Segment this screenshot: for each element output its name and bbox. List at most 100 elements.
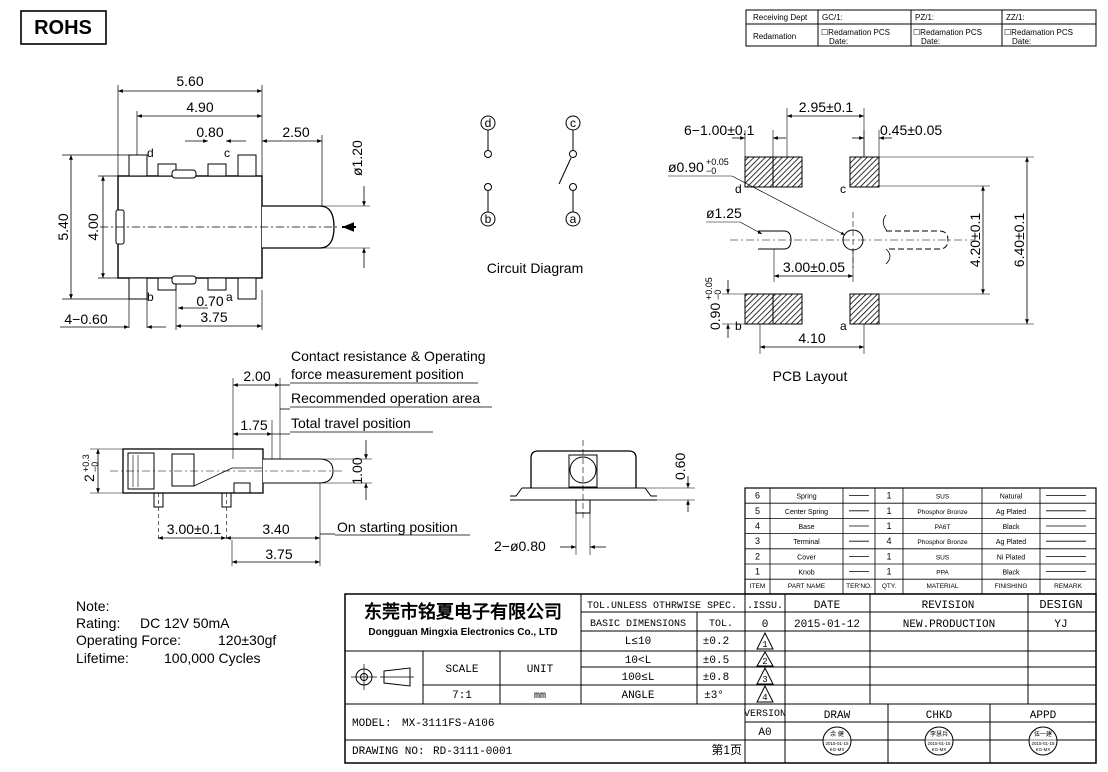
bom-cell: 1 bbox=[886, 567, 891, 577]
svg-text:6.40±0.1: 6.40±0.1 bbox=[1011, 213, 1027, 268]
svg-text:3.40: 3.40 bbox=[262, 521, 289, 537]
pcb-layout-title: PCB Layout bbox=[773, 368, 848, 384]
svg-text:1: 1 bbox=[762, 640, 767, 650]
svg-text:0.80: 0.80 bbox=[196, 124, 223, 140]
svg-text:ROHS: ROHS bbox=[34, 17, 92, 39]
svg-text:d: d bbox=[485, 116, 492, 130]
svg-text:+0.3: +0.3 bbox=[81, 454, 91, 472]
bom-cell: Ag Plated bbox=[996, 539, 1026, 546]
bom-cell: Ag Plated bbox=[996, 509, 1026, 516]
svg-text:b: b bbox=[485, 212, 492, 226]
svg-text:mm: mm bbox=[534, 691, 546, 702]
bom-cell: Base bbox=[799, 524, 815, 531]
svg-text:4.10: 4.10 bbox=[798, 330, 825, 346]
bom-cell: Ni Plated bbox=[997, 554, 1026, 561]
circuit-labels: d b c a Circuit Diagram bbox=[485, 116, 584, 276]
svg-text:Contact resistance & Operating: Contact resistance & Operating bbox=[291, 348, 486, 364]
stamp-circle bbox=[822, 726, 852, 756]
gc-label: GC/1: bbox=[822, 13, 843, 22]
svg-text:0.60: 0.60 bbox=[672, 453, 688, 480]
bom-cell: PA6T bbox=[935, 524, 951, 531]
svg-text:10<L: 10<L bbox=[625, 655, 651, 667]
svg-text:5.40: 5.40 bbox=[55, 213, 71, 240]
bom-cell: Knob bbox=[798, 570, 814, 577]
svg-text:REVISION: REVISION bbox=[922, 600, 975, 612]
top-view bbox=[60, 85, 370, 330]
stamp-text: 2015-01-15 bbox=[927, 741, 951, 746]
svg-text:0.90: 0.90 bbox=[707, 303, 723, 330]
svg-text:Rating:: Rating: bbox=[76, 615, 120, 631]
rohs-badge: ROHS bbox=[20, 10, 107, 45]
svg-text:NEW.PRODUCTION: NEW.PRODUCTION bbox=[903, 619, 995, 631]
bom-cell: 6 bbox=[755, 491, 760, 501]
page-label: 第1页 bbox=[711, 743, 742, 757]
date-cell-3: Date: bbox=[1012, 37, 1031, 46]
svg-text:−0: −0 bbox=[90, 462, 100, 472]
receiving-dept-label: Receiving Dept bbox=[753, 13, 808, 22]
svg-text:3.00±0.1: 3.00±0.1 bbox=[167, 521, 222, 537]
stamp-circle bbox=[1028, 726, 1058, 756]
svg-text:100,000 Cycles: 100,000 Cycles bbox=[164, 650, 261, 666]
svg-text:d: d bbox=[147, 146, 154, 160]
svg-text:b: b bbox=[735, 319, 742, 333]
bom-header: REMARK bbox=[1054, 583, 1082, 590]
svg-text:DATE: DATE bbox=[814, 600, 841, 612]
bom-cell: Phosphor Bronze bbox=[917, 509, 968, 516]
svg-text:Recommended operation area: Recommended operation area bbox=[291, 390, 480, 406]
bom-cell: 1 bbox=[755, 567, 760, 577]
svg-text:ø0.90: ø0.90 bbox=[668, 159, 704, 175]
stamp-text: KG-MX bbox=[1036, 747, 1051, 752]
bom-cell: Black bbox=[1002, 524, 1020, 531]
bom-cell: 3 bbox=[755, 536, 760, 546]
svg-text:TOL.: TOL. bbox=[709, 619, 733, 630]
svg-text:6−1.00±0.1: 6−1.00±0.1 bbox=[684, 122, 755, 138]
svg-text:DC 12V 50mA: DC 12V 50mA bbox=[140, 615, 230, 631]
bom-cell: Cover bbox=[797, 554, 816, 561]
bom-cell: 1 bbox=[886, 506, 891, 516]
svg-text:120±30gf: 120±30gf bbox=[218, 632, 276, 648]
svg-text:.ISSU.: .ISSU. bbox=[747, 601, 783, 612]
receiving-table: Receiving Dept Redamation GC/1: PZ/1: ZZ… bbox=[745, 9, 1097, 47]
title-block bbox=[344, 593, 1097, 764]
bom-cell: Center Spring bbox=[785, 509, 828, 516]
svg-text:c: c bbox=[840, 182, 846, 196]
svg-text:100≤L: 100≤L bbox=[621, 672, 654, 684]
model-number: MX-3111FS-A106 bbox=[402, 718, 494, 730]
pz-label: PZ/1: bbox=[915, 13, 934, 22]
bom-cell: Natural bbox=[1000, 494, 1023, 501]
company-name-cn: 东莞市铭夏电子有限公司 bbox=[364, 601, 562, 622]
svg-text:±0.5: ±0.5 bbox=[703, 655, 729, 667]
bom-header: PART NAME bbox=[788, 583, 826, 590]
svg-text:CHKD: CHKD bbox=[926, 710, 953, 722]
note-title: Note: bbox=[76, 598, 109, 614]
bom-cell: 4 bbox=[755, 521, 760, 531]
stamp-text: KG-MX bbox=[830, 747, 845, 752]
stamp-text: 余 健 bbox=[830, 730, 844, 738]
bom-cell: Phosphor Bronze bbox=[917, 539, 968, 546]
pcb-layout bbox=[668, 108, 1034, 354]
redamation-cell-1: ☐Redamation PCS bbox=[821, 28, 890, 37]
svg-text:d: d bbox=[735, 182, 742, 196]
svg-text:0.45±0.05: 0.45±0.05 bbox=[880, 122, 942, 138]
svg-text:ø1.20: ø1.20 bbox=[349, 140, 365, 176]
stamp-text: KG-MX bbox=[932, 747, 947, 752]
bom-cell: PPA bbox=[936, 570, 949, 577]
svg-text:1.75: 1.75 bbox=[240, 417, 267, 433]
stamp-text: 2015-01-15 bbox=[825, 741, 849, 746]
svg-text:3: 3 bbox=[762, 675, 767, 685]
svg-text:DESIGN: DESIGN bbox=[1039, 598, 1082, 612]
svg-text:5.60: 5.60 bbox=[176, 73, 203, 89]
title-block-text: 东莞市铭夏电子有限公司 Dongguan Mingxia Electronics… bbox=[352, 598, 1083, 758]
svg-text:3.00±0.05: 3.00±0.05 bbox=[783, 259, 845, 275]
company-name-en: Dongguan Mingxia Electronics Co., LTD bbox=[368, 627, 557, 638]
stamp-text: 2015-01-15 bbox=[1031, 741, 1055, 746]
bom-cell: 1 bbox=[886, 521, 891, 531]
svg-text:a: a bbox=[570, 212, 577, 226]
svg-text:+0.05: +0.05 bbox=[704, 277, 714, 300]
circuit-diagram bbox=[480, 115, 581, 227]
zz-label: ZZ/1: bbox=[1006, 13, 1025, 22]
